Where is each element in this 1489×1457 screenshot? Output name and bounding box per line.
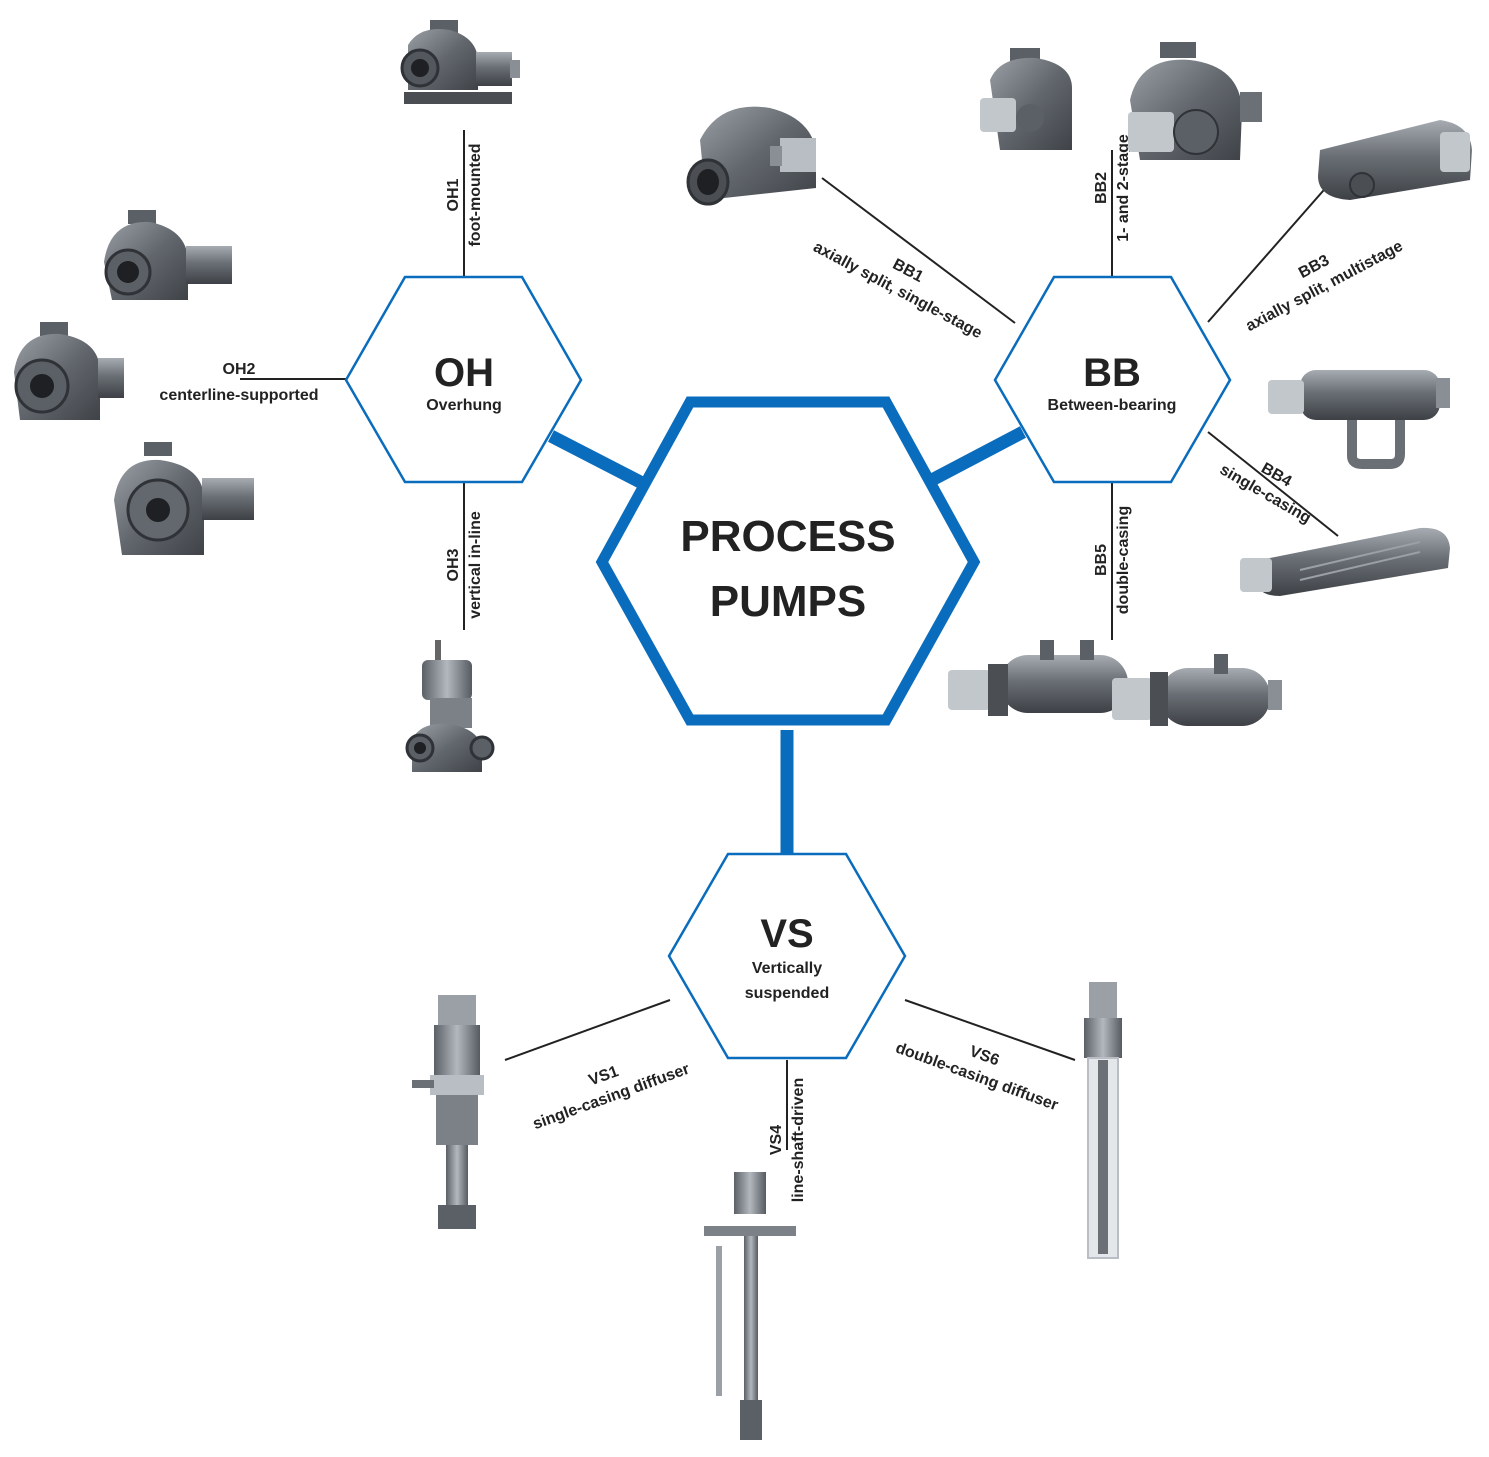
label-bb3-desc: axially split, multistage [1243,238,1406,335]
pump-image-bb2-right [1128,42,1262,160]
pump-image-vs4 [704,1172,796,1440]
line-bb1 [821,177,1016,324]
pump-image-bb3 [1318,120,1472,200]
label-vs4: VS4 line-shaft-driven [768,1078,807,1202]
label-oh2-desc: centerline-supported [159,387,318,404]
label-oh1: OH1 foot-mounted [445,143,484,246]
pump-image-bb4-bottom [1240,527,1450,596]
hub-oh-abbr: OH [434,351,494,395]
hexagon-bb [993,275,1232,484]
hexagon-center [595,396,981,726]
pump-image-bb5-right [1112,654,1282,726]
hub-vs-abbr: VS [760,912,813,956]
label-bb2-desc: 1- and 2-stage [1115,134,1132,242]
pump-image-oh2-middle [14,322,124,420]
label-oh1-code: OH1 [445,178,462,211]
label-bb1-desc: axially split, single-stage [810,239,985,343]
hub-oh: OH Overhung [344,275,583,484]
connector-oh [548,430,651,492]
center-title-line1: PROCESS [680,512,895,561]
label-bb5-desc: double-casing [1115,506,1132,614]
connector-bb [924,426,1027,488]
pump-image-oh1 [400,20,520,104]
label-vs1: VS1 single-casing diffuser [531,1061,692,1134]
line-vs6 [904,999,1076,1061]
label-oh3-code: OH3 [445,548,462,581]
pump-image-oh2-top [104,210,232,300]
hub-bb-abbr: BB [1083,351,1141,395]
label-bb5-code: BB5 [1093,544,1110,576]
hub-oh-name: Overhung [426,397,502,414]
center-hub: PROCESS PUMPS [595,396,981,726]
hub-bb-name: Between-bearing [1048,397,1177,414]
pump-image-bb4-top [1268,370,1450,469]
hub-vs: VS Vertically suspended [667,852,907,1060]
pump-image-oh2-bottom [114,442,254,555]
hub-vs-name-line2: suspended [745,985,829,1002]
center-title-line2: PUMPS [710,577,866,626]
hub-bb: BB Between-bearing [993,275,1232,484]
pump-image-vs6 [1084,982,1122,1259]
hexagon-oh [344,275,583,484]
line-bb4 [1207,431,1339,537]
label-bb2: BB2 1- and 2-stage [1093,134,1132,242]
line-bb3 [1207,182,1331,323]
pump-image-bb2-left [980,48,1072,150]
label-bb3: BB3 axially split, multistage [1243,238,1406,335]
label-oh2-code: OH2 [223,361,256,378]
label-oh2: OH2 centerline-supported [159,361,318,404]
line-vs1 [504,999,671,1061]
hub-vs-name-line1: Vertically [752,960,822,977]
label-oh3: OH3 vertical in-line [445,511,484,619]
type-lines [240,130,1339,1150]
label-vs4-code: VS4 [768,1125,785,1155]
label-vs6: VS6 double-casing diffuser [893,1040,1060,1115]
pump-image-bb5-left [948,640,1128,716]
connectors [548,426,1027,856]
pump-image-bb1 [686,106,816,206]
pump-image-oh3 [405,640,495,772]
hexagon-vs [667,852,907,1060]
label-vs4-desc: line-shaft-driven [790,1078,807,1202]
label-oh3-desc: vertical in-line [467,511,484,619]
pump-image-vs1 [412,995,484,1229]
label-oh1-desc: foot-mounted [467,143,484,246]
label-bb2-code: BB2 [1093,172,1110,204]
label-bb4: BB4 single-casing [1217,460,1314,527]
label-bb5: BB5 double-casing [1093,506,1132,614]
